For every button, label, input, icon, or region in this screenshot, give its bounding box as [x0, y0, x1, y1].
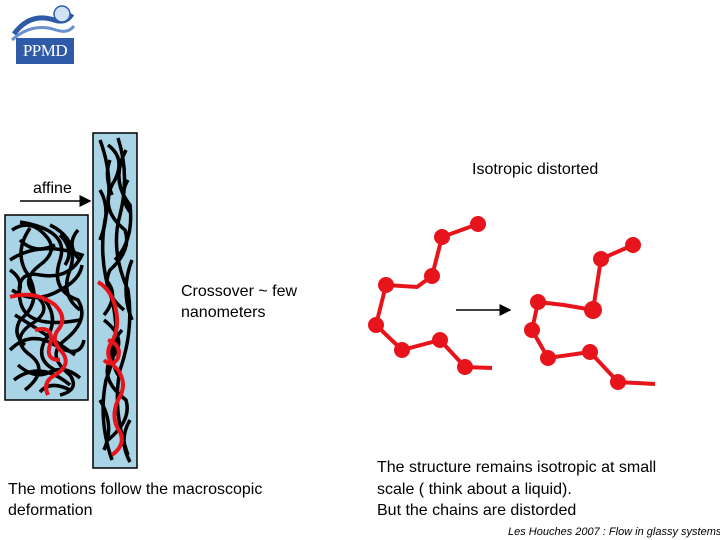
bead [432, 332, 448, 348]
bead [394, 342, 410, 358]
structure-caption-line2: scale ( think about a liquid). [377, 481, 572, 498]
bead [424, 268, 440, 284]
bead [457, 359, 473, 375]
bead [434, 229, 450, 245]
ppmd-logo [10, 4, 78, 68]
structure-caption-line3: But the chains are distorded [377, 502, 577, 519]
motions-caption-line1: The motions follow the macroscopic [8, 481, 263, 498]
bead [540, 350, 556, 366]
deformed-red-chain [96, 280, 125, 457]
crossover-label-line2: nanometers [181, 304, 266, 321]
undeformed-box [4, 214, 89, 401]
bead [625, 237, 641, 253]
undeformed-red-chain-loop [34, 327, 61, 362]
isotropic-beads [368, 216, 486, 375]
deformed-red-chain-loop [102, 338, 121, 366]
bead [368, 317, 384, 333]
distorted-beads [524, 237, 641, 390]
bead [584, 301, 602, 319]
bead [610, 374, 626, 390]
undeformed-red-chain [9, 292, 68, 396]
bead [524, 322, 540, 338]
bead [593, 251, 609, 267]
isotropic-distorted-label: Isotropic distorted [472, 161, 599, 178]
motions-caption-line2: deformation [8, 502, 93, 519]
undeformed-entanglement [8, 220, 86, 397]
logo-text: PPMD [16, 38, 74, 64]
affine-label: affine [33, 180, 72, 197]
bead [582, 344, 598, 360]
structure-caption-line1: The structure remains isotropic at small [377, 459, 657, 476]
isotropic-bead-chain [373, 222, 493, 370]
logo-swoosh-icon [10, 5, 76, 42]
bead [470, 216, 486, 232]
bead [530, 294, 546, 310]
bead [378, 277, 394, 293]
footer-text: Les Houches 2007 : Flow in glassy system… [508, 526, 720, 538]
crossover-label-line1: Crossover ~ few [181, 283, 298, 300]
